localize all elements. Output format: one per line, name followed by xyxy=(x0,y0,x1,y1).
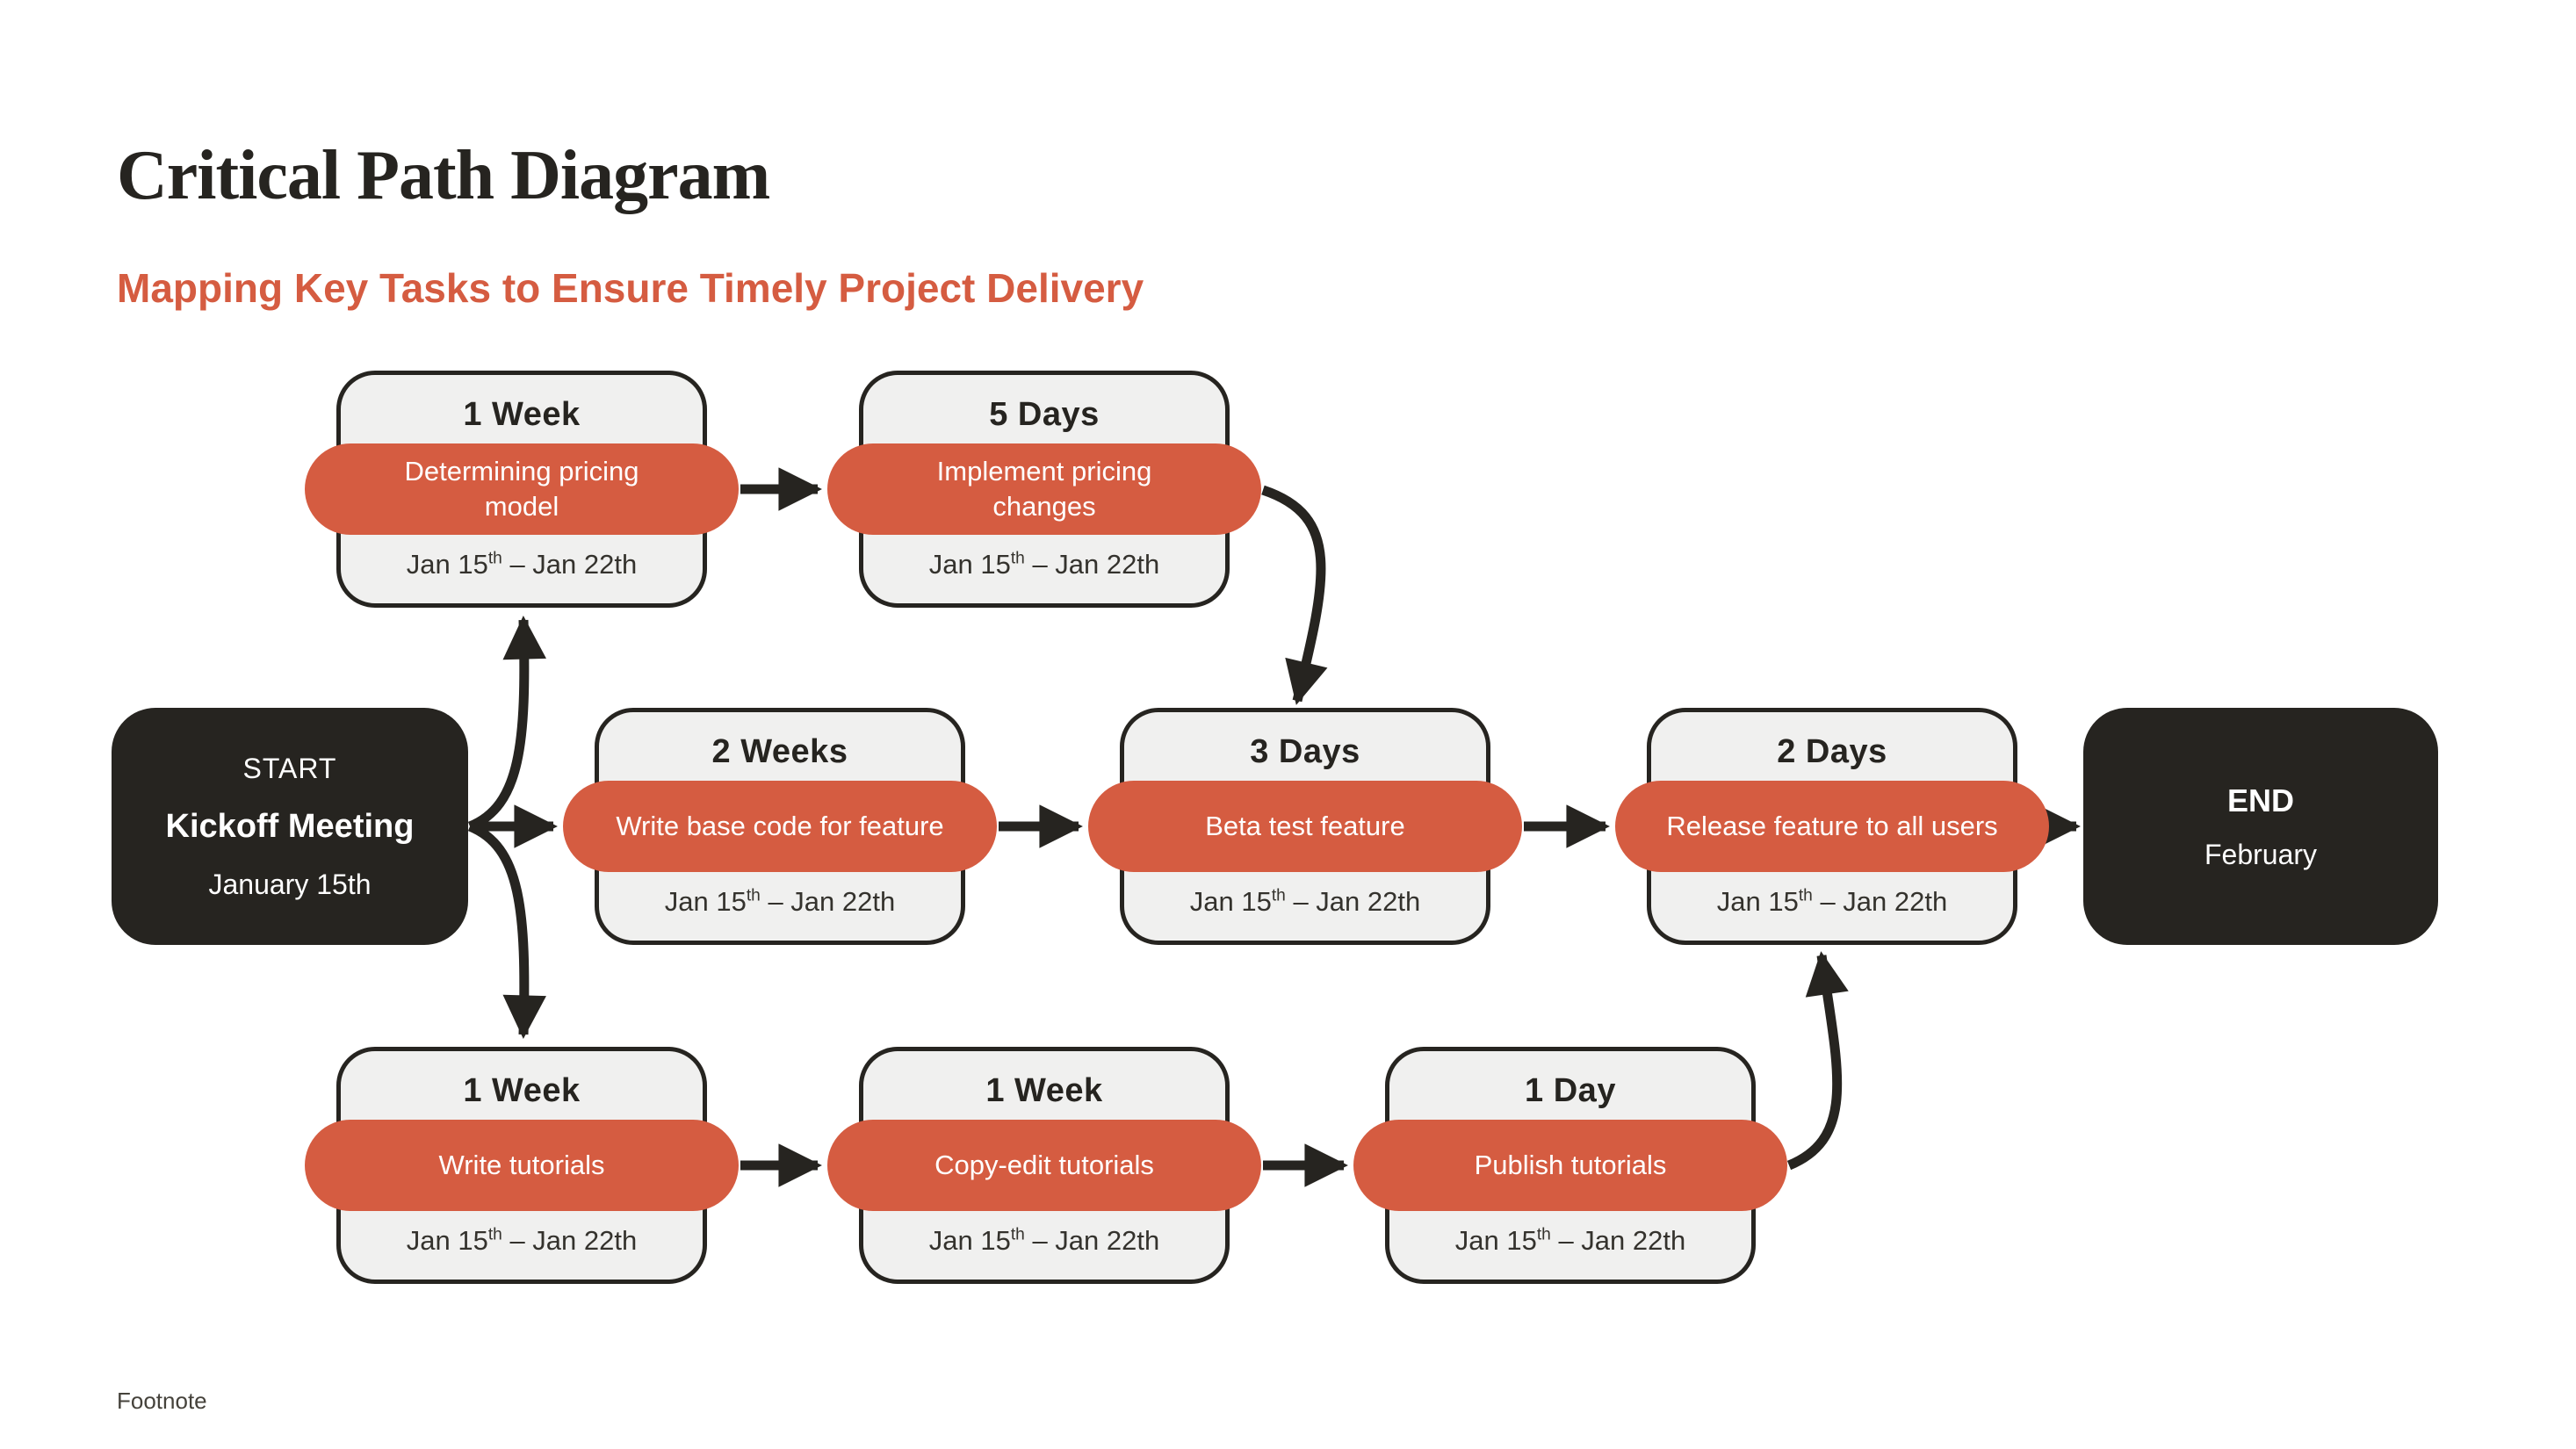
arrow-implement-pricing-to-beta-test xyxy=(1261,485,1328,705)
date-range: Jan 15th – Jan 22th xyxy=(406,549,638,580)
date-superscript: th xyxy=(487,1225,502,1244)
start-task-name: Kickoff Meeting xyxy=(165,807,415,845)
date-superscript: th xyxy=(1271,886,1286,905)
page-subtitle: Mapping Key Tasks to Ensure Timely Proje… xyxy=(117,265,1144,311)
duration-label: 5 Days xyxy=(989,396,1100,433)
date-range: Jan 15th – Jan 22th xyxy=(1716,886,1948,917)
date-range: Jan 15th – Jan 22th xyxy=(928,1225,1160,1256)
task-pill: Copy-edit tutorials xyxy=(827,1120,1261,1211)
task-label: Copy-edit tutorials xyxy=(934,1149,1154,1180)
task-label: Write tutorials xyxy=(438,1149,605,1180)
date-superscript: th xyxy=(1010,1225,1025,1244)
duration-label: 1 Week xyxy=(463,1072,581,1109)
task-label: Determining pricing model xyxy=(404,455,639,522)
duration-label: 1 Week xyxy=(985,1072,1103,1109)
start-label: START xyxy=(242,752,337,784)
task-node-publish-tutorials: 1 Day Publish tutorials Jan 15th – Jan 2… xyxy=(1353,1047,1787,1284)
date-superscript: th xyxy=(487,549,502,568)
duration-label: 3 Days xyxy=(1250,733,1360,770)
duration-label: 2 Weeks xyxy=(711,733,848,770)
task-label: Write base code for feature xyxy=(616,810,944,841)
date-range: Jan 15th – Jan 22th xyxy=(664,886,896,917)
task-label: Beta test feature xyxy=(1205,810,1405,841)
task-node-implement-pricing: 5 Days Implement pricing changes Jan 15t… xyxy=(827,371,1261,608)
task-pill: Implement pricing changes xyxy=(827,443,1261,535)
task-node-beta-test: 3 Days Beta test feature Jan 15th – Jan … xyxy=(1088,708,1522,945)
task-node-release-feature: 2 Days Release feature to all users Jan … xyxy=(1615,708,2049,945)
task-node-write-base-code: 2 Weeks Write base code for feature Jan … xyxy=(563,708,997,945)
duration-label: 2 Days xyxy=(1777,733,1887,770)
end-date: February xyxy=(2204,838,2318,870)
task-node-determining-pricing: 1 Week Determining pricing model Jan 15t… xyxy=(305,371,739,608)
date-superscript: th xyxy=(1798,886,1813,905)
task-pill: Determining pricing model xyxy=(305,443,739,535)
task-pill: Write base code for feature xyxy=(563,781,997,872)
start-node: START Kickoff Meeting January 15th xyxy=(112,708,468,945)
task-label: Release feature to all users xyxy=(1666,810,1998,841)
date-range: Jan 15th – Jan 22th xyxy=(1454,1225,1686,1256)
task-pill: Publish tutorials xyxy=(1353,1120,1787,1211)
task-node-copy-edit-tutorials: 1 Week Copy-edit tutorials Jan 15th – Ja… xyxy=(827,1047,1261,1284)
page-title: Critical Path Diagram xyxy=(117,137,770,214)
arrow-start-to-determining-pricing xyxy=(467,616,546,832)
arrow-publish-to-release-feature xyxy=(1786,951,1849,1171)
task-pill: Release feature to all users xyxy=(1615,781,2049,872)
arrow-start-to-write-tutorials xyxy=(467,821,546,1039)
task-pill: Write tutorials xyxy=(305,1120,739,1211)
end-node: END February xyxy=(2083,708,2438,945)
footnote: Footnote xyxy=(117,1388,207,1414)
date-superscript: th xyxy=(1010,549,1025,568)
date-range: Jan 15th – Jan 22th xyxy=(406,1225,638,1256)
date-superscript: th xyxy=(1536,1225,1551,1244)
date-range: Jan 15th – Jan 22th xyxy=(1189,886,1421,917)
task-node-write-tutorials: 1 Week Write tutorials Jan 15th – Jan 22… xyxy=(305,1047,739,1284)
task-label: Publish tutorials xyxy=(1474,1149,1667,1180)
end-label: END xyxy=(2226,782,2294,818)
date-range: Jan 15th – Jan 22th xyxy=(928,549,1160,580)
date-superscript: th xyxy=(746,886,761,905)
duration-label: 1 Day xyxy=(1525,1072,1616,1109)
start-date: January 15th xyxy=(208,868,372,900)
task-pill: Beta test feature xyxy=(1088,781,1522,872)
duration-label: 1 Week xyxy=(463,396,581,433)
task-label: Implement pricing changes xyxy=(936,455,1152,522)
